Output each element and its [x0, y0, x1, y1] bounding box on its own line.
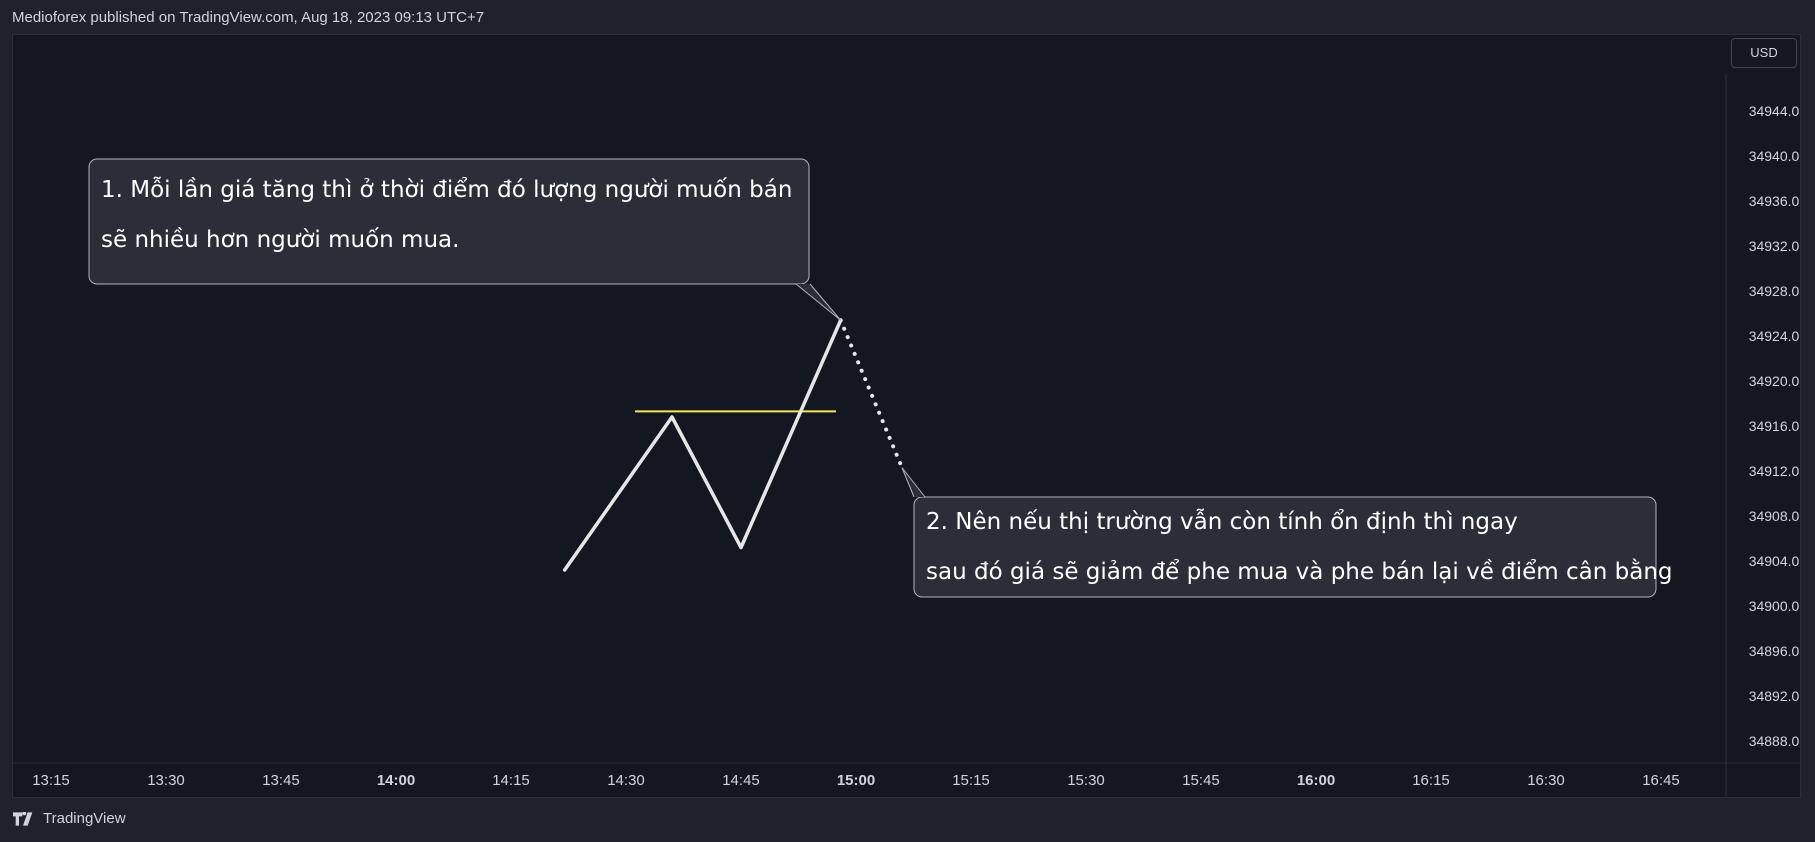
- x-tick-label: 13:30: [147, 772, 185, 789]
- footer-brand[interactable]: TradingView: [13, 810, 126, 827]
- y-tick-label: 34908.0: [1749, 508, 1800, 524]
- y-tick-label: 34920.0: [1749, 373, 1800, 389]
- currency-button[interactable]: USD: [1731, 38, 1797, 68]
- callout-pointer-edge: [901, 467, 915, 498]
- x-tick-label: 13:15: [32, 772, 70, 789]
- y-tick-label: 34888.0: [1749, 733, 1800, 749]
- callout-2[interactable]: 2. Nên nếu thị trường vẫn còn tính ổn đị…: [914, 497, 1673, 597]
- y-tick-label: 34896.0: [1749, 643, 1800, 659]
- y-tick-label: 34928.0: [1749, 283, 1800, 299]
- callout-2-line-2: sau đó giá sẽ giảm để phe mua và phe bán…: [926, 559, 1673, 585]
- y-tick-label: 34912.0: [1749, 463, 1800, 479]
- x-tick-label: 16:45: [1642, 772, 1680, 789]
- y-tick-label: 34904.0: [1749, 553, 1800, 569]
- y-tick-label: 34892.0: [1749, 688, 1800, 704]
- x-tick-label: 15:45: [1182, 772, 1220, 789]
- tradingview-logo-icon: [13, 811, 33, 826]
- callout-pointer-edge: [901, 467, 926, 498]
- y-tick-label: 34900.0: [1749, 598, 1800, 614]
- price-path-line[interactable]: [562, 318, 843, 572]
- x-tick-label: 15:00: [837, 772, 875, 789]
- y-tick-label: 34932.0: [1749, 238, 1800, 254]
- x-tick-label: 13:45: [262, 772, 300, 789]
- x-tick-label: 14:15: [492, 772, 530, 789]
- projected-path-line[interactable]: [838, 318, 904, 470]
- x-tick-label: 16:15: [1412, 772, 1450, 789]
- footer-brand-label: TradingView: [43, 810, 126, 827]
- callout-1-line-2: sẽ nhiều hơn người muốn mua.: [101, 227, 460, 253]
- callout-1[interactable]: 1. Mỗi lần giá tăng thì ở thời điểm đó l…: [89, 159, 809, 284]
- y-tick-label: 34916.0: [1749, 418, 1800, 434]
- y-tick-label: 34940.0: [1749, 148, 1800, 164]
- x-tick-label: 14:45: [722, 772, 760, 789]
- callout-2-box[interactable]: [913, 496, 1657, 598]
- publication-info: Medioforex published on TradingView.com,…: [12, 9, 485, 26]
- callout-pointer-edge: [795, 283, 841, 321]
- y-tick-label: 34924.0: [1749, 328, 1800, 344]
- y-tick-label: 34944.0: [1749, 103, 1800, 119]
- callout-pointer-edge: [809, 283, 842, 321]
- callout-1-line-1: 1. Mỗi lần giá tăng thì ở thời điểm đó l…: [101, 177, 793, 203]
- x-tick-label: 14:30: [607, 772, 645, 789]
- x-tick-label: 14:00: [377, 772, 415, 789]
- callout-1-box[interactable]: [88, 158, 810, 285]
- x-tick-label: 16:00: [1297, 772, 1335, 789]
- x-tick-label: 16:30: [1527, 772, 1565, 789]
- y-tick-label: 34936.0: [1749, 193, 1800, 209]
- x-tick-label: 15:15: [952, 772, 990, 789]
- x-tick-label: 15:30: [1067, 772, 1105, 789]
- callout-2-line-1: 2. Nên nếu thị trường vẫn còn tính ổn đị…: [926, 509, 1518, 535]
